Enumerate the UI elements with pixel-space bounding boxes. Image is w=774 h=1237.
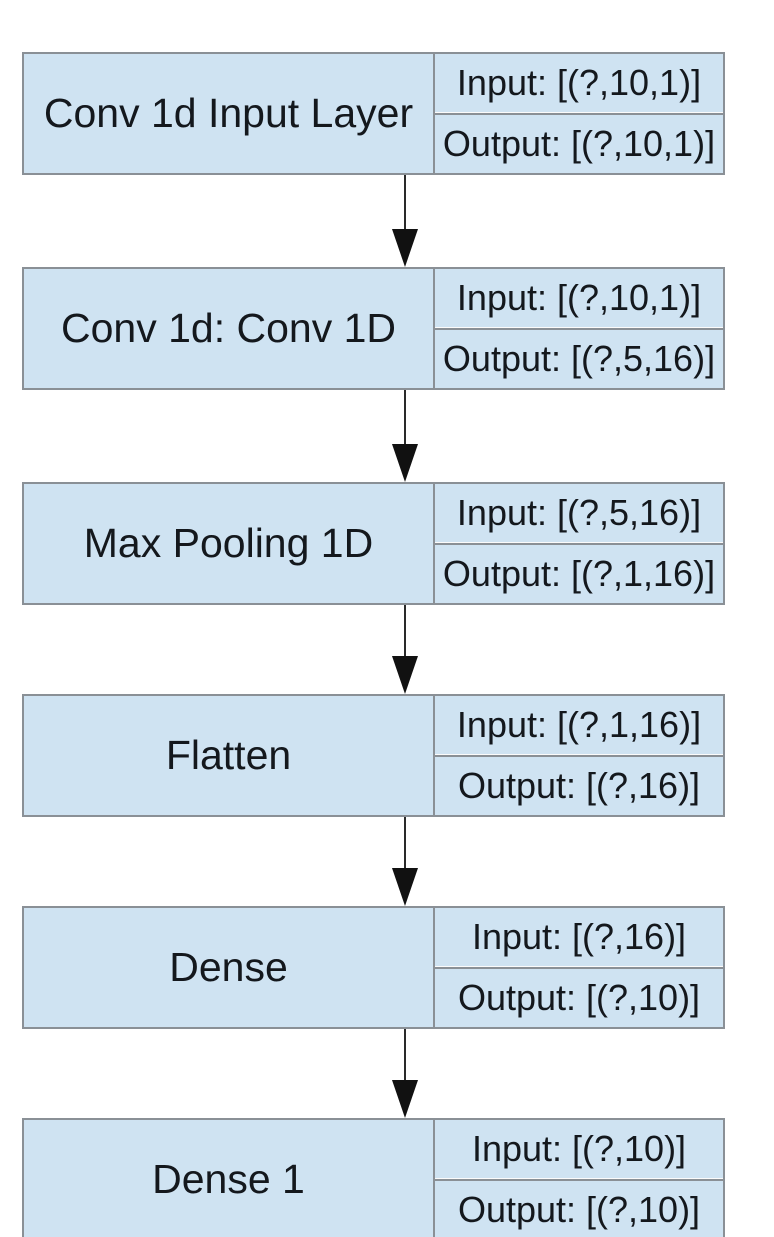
arrow-line xyxy=(404,175,406,229)
layer-name-cell: Conv 1d: Conv 1D xyxy=(24,269,435,388)
layer-node-conv1d-input: Conv 1d Input Layer Input: [(?,10,1)] Ou… xyxy=(22,52,725,175)
layer-name: Flatten xyxy=(165,732,292,778)
layer-node-dense-1: Dense 1 Input: [(?,10)] Output: [(?,10)] xyxy=(22,1118,725,1237)
output-shape-label: Output: [(?,5,16)] xyxy=(442,338,716,379)
layer-name-cell: Dense xyxy=(24,908,435,1027)
layer-node-maxpooling1d: Max Pooling 1D Input: [(?,5,16)] Output:… xyxy=(22,482,725,605)
io-column: Input: [(?,10,1)] Output: [(?,10,1)] xyxy=(435,54,723,173)
output-shape-cell: Output: [(?,1,16)] xyxy=(435,545,723,603)
io-divider xyxy=(435,327,723,330)
input-shape-cell: Input: [(?,16)] xyxy=(435,908,723,966)
io-divider xyxy=(435,754,723,757)
output-shape-label: Output: [(?,10,1)] xyxy=(442,123,716,164)
arrow-line xyxy=(404,817,406,868)
output-shape-cell: Output: [(?,5,16)] xyxy=(435,330,723,388)
input-shape-label: Input: [(?,16)] xyxy=(471,916,687,957)
io-column: Input: [(?,10,1)] Output: [(?,5,16)] xyxy=(435,269,723,388)
flow-arrow xyxy=(392,390,418,482)
flow-arrow xyxy=(392,817,418,906)
output-shape-cell: Output: [(?,10)] xyxy=(435,969,723,1027)
input-shape-cell: Input: [(?,10,1)] xyxy=(435,54,723,112)
input-shape-label: Input: [(?,10)] xyxy=(471,1128,687,1169)
output-shape-cell: Output: [(?,16)] xyxy=(435,757,723,815)
output-shape-label: Output: [(?,10)] xyxy=(457,1189,701,1230)
output-shape-label: Output: [(?,16)] xyxy=(457,765,701,806)
layer-name: Conv 1d: Conv 1D xyxy=(60,305,396,351)
layer-name-cell: Flatten xyxy=(24,696,435,815)
layer-node-flatten: Flatten Input: [(?,1,16)] Output: [(?,16… xyxy=(22,694,725,817)
layer-node-conv1d: Conv 1d: Conv 1D Input: [(?,10,1)] Outpu… xyxy=(22,267,725,390)
io-divider xyxy=(435,112,723,115)
arrow-down-icon xyxy=(392,868,418,906)
input-shape-label: Input: [(?,10,1)] xyxy=(456,277,702,318)
input-shape-cell: Input: [(?,10)] xyxy=(435,1120,723,1178)
arrow-down-icon xyxy=(392,656,418,694)
input-shape-label: Input: [(?,5,16)] xyxy=(456,492,702,533)
layer-node-dense: Dense Input: [(?,16)] Output: [(?,10)] xyxy=(22,906,725,1029)
input-shape-cell: Input: [(?,10,1)] xyxy=(435,269,723,327)
arrow-down-icon xyxy=(392,1080,418,1118)
input-shape-label: Input: [(?,1,16)] xyxy=(456,704,702,745)
io-divider xyxy=(435,966,723,969)
layer-name: Dense xyxy=(169,944,288,990)
io-column: Input: [(?,10)] Output: [(?,10)] xyxy=(435,1120,723,1237)
arrow-down-icon xyxy=(392,229,418,267)
arrow-line xyxy=(404,390,406,444)
arrow-down-icon xyxy=(392,444,418,482)
arrow-line xyxy=(404,605,406,656)
io-column: Input: [(?,5,16)] Output: [(?,1,16)] xyxy=(435,484,723,603)
input-shape-cell: Input: [(?,1,16)] xyxy=(435,696,723,754)
io-column: Input: [(?,16)] Output: [(?,10)] xyxy=(435,908,723,1027)
flow-arrow xyxy=(392,605,418,694)
io-column: Input: [(?,1,16)] Output: [(?,16)] xyxy=(435,696,723,815)
layer-name: Max Pooling 1D xyxy=(83,520,374,566)
flow-arrow xyxy=(392,175,418,267)
io-divider xyxy=(435,1178,723,1181)
input-shape-cell: Input: [(?,5,16)] xyxy=(435,484,723,542)
layer-name: Dense 1 xyxy=(152,1156,305,1202)
io-divider xyxy=(435,542,723,545)
output-shape-label: Output: [(?,1,16)] xyxy=(442,553,716,594)
arrow-line xyxy=(404,1029,406,1080)
output-shape-cell: Output: [(?,10)] xyxy=(435,1181,723,1237)
output-shape-label: Output: [(?,10)] xyxy=(457,977,701,1018)
output-shape-cell: Output: [(?,10,1)] xyxy=(435,115,723,173)
flow-arrow xyxy=(392,1029,418,1118)
input-shape-label: Input: [(?,10,1)] xyxy=(456,62,702,103)
layer-name-cell: Max Pooling 1D xyxy=(24,484,435,603)
layer-name: Conv 1d Input Layer xyxy=(43,90,414,136)
layer-name-cell: Conv 1d Input Layer xyxy=(24,54,435,173)
layer-name-cell: Dense 1 xyxy=(24,1120,435,1237)
